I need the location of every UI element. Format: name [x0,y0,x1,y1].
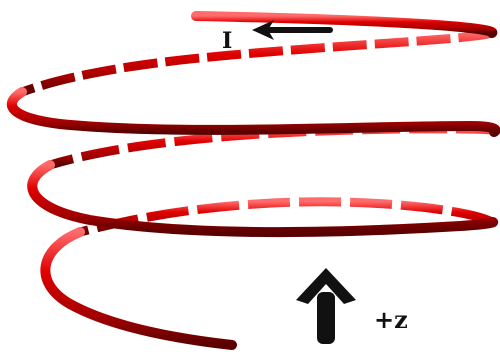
coil-front-turn-2 [27,160,499,237]
coil-back-turn-1 [20,28,494,97]
current-arrow [252,20,333,40]
coil-top-end [191,11,498,38]
coil-front-turn-3 [40,227,237,350]
current-label: I [222,28,232,54]
coil-back-turn-3 [78,197,495,237]
coil-front-segments [6,11,500,350]
coil-front-turn-1 [6,87,500,137]
axis-label: +z [374,305,408,334]
z-axis-arrow [296,268,356,344]
